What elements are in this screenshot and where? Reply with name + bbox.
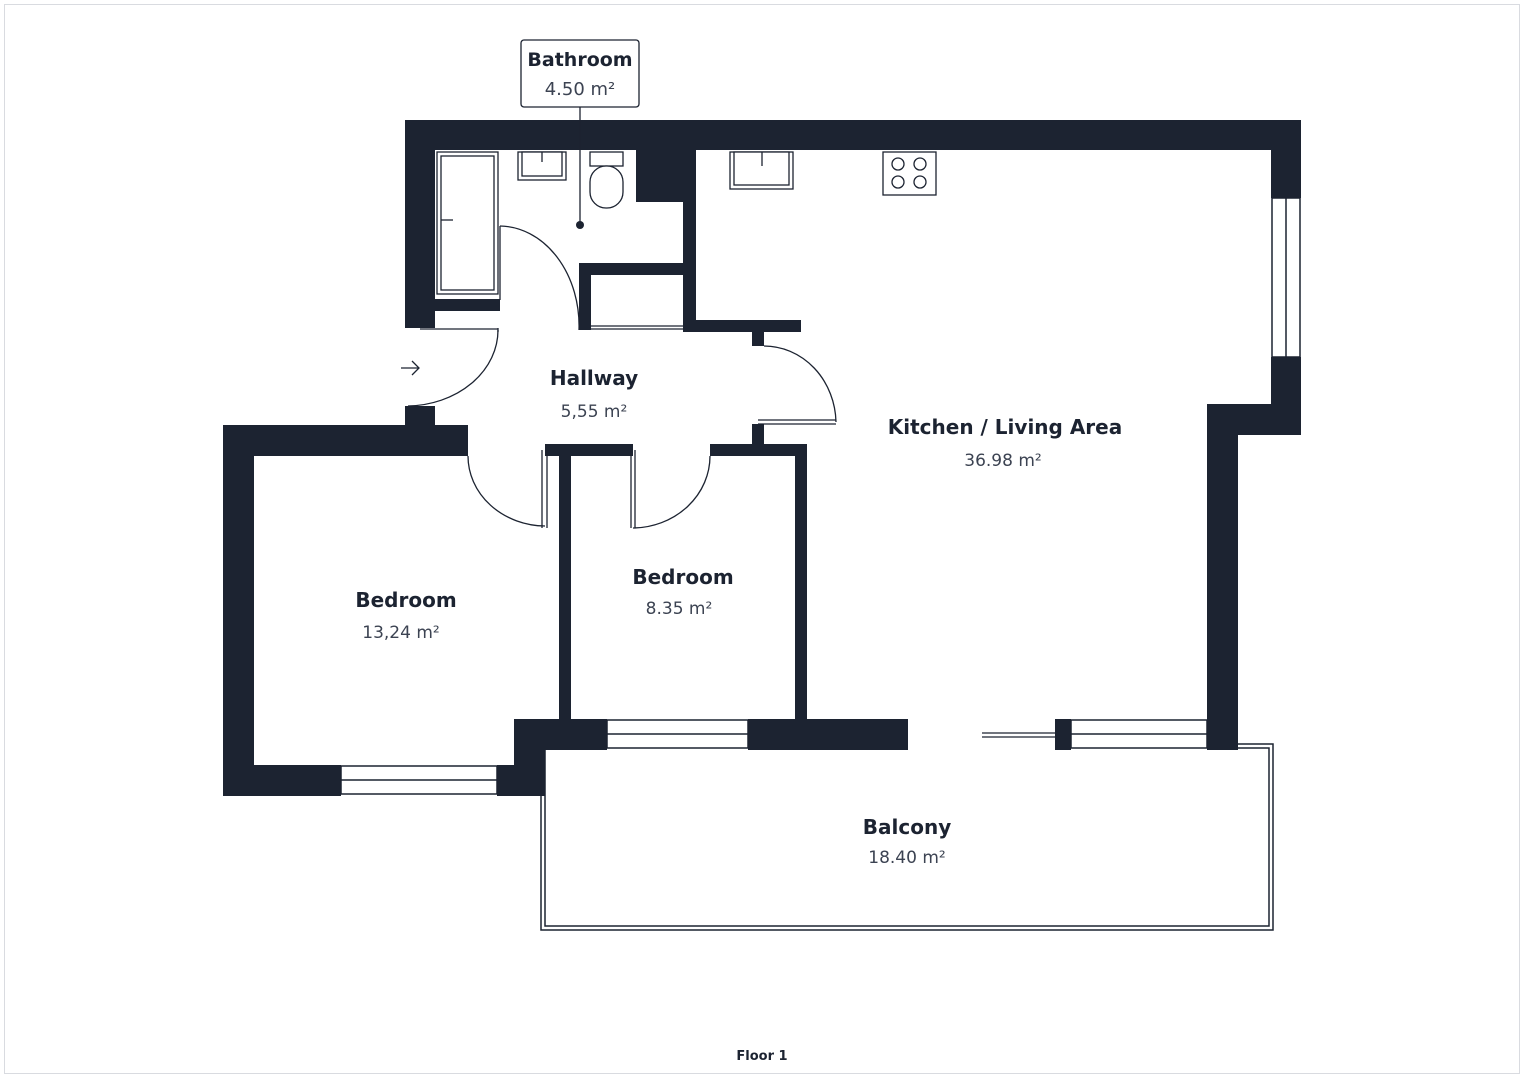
balcony-area: 18.40 m²: [868, 848, 945, 868]
wall-bed2-top-left: [545, 444, 633, 456]
balcony-outline: [540, 743, 1274, 931]
bathroom-door-swing: [499, 225, 580, 331]
doors: [407, 225, 1055, 738]
wall-bath-kitchen: [683, 150, 696, 330]
wall-right-lower: [1207, 404, 1238, 750]
walls: [223, 120, 1301, 796]
wall-bottom-stub: [1055, 719, 1071, 750]
stove-icon: [882, 151, 937, 196]
bathroom-name: Bathroom: [527, 49, 632, 71]
bathroom-callout: Bathroom 4.50 m²: [520, 39, 640, 229]
wall-bedroom-left: [223, 425, 254, 796]
wall-bedroom-top: [223, 425, 468, 456]
sink-icon: [517, 151, 567, 181]
bathtub-icon: [436, 151, 499, 295]
bathroom-area: 4.50 m²: [545, 79, 616, 100]
kitchen-name: Kitchen / Living Area: [888, 415, 1122, 439]
bedroom-small-area: 8.35 m²: [646, 599, 713, 619]
bedroom-small-name: Bedroom: [632, 565, 733, 589]
windows: [340, 197, 1301, 795]
balcony-name: Balcony: [863, 815, 951, 839]
wall-bottom-mid: [748, 719, 908, 750]
entrance-door-swing: [407, 329, 499, 407]
fixtures: [436, 151, 937, 295]
bedroom-large-area: 13,24 m²: [362, 623, 439, 643]
wall-bed2-top-right: [710, 444, 807, 456]
entrance-arrow-icon: [401, 360, 420, 376]
hallway-name: Hallway: [550, 366, 638, 390]
bedroom-large-name: Bedroom: [355, 588, 456, 612]
bedroom-large-door-swing: [467, 455, 546, 527]
hallway-area: 5,55 m²: [561, 402, 628, 422]
kitchen-area: 36.98 m²: [964, 451, 1041, 471]
wall-right-top: [1271, 120, 1301, 198]
floor-label: Floor 1: [736, 1049, 787, 1064]
wall-bedroom-bottom-left: [223, 765, 341, 796]
wall-closet-top: [579, 263, 686, 275]
wall-bath-bottom: [435, 299, 500, 311]
wall-left-upper: [405, 120, 435, 328]
kitchen-sink-icon: [729, 151, 794, 190]
wall-right-mid: [1271, 357, 1301, 435]
kitchen-door-swing: [763, 345, 837, 423]
wall-closet-left: [579, 263, 591, 330]
wall-top: [405, 120, 1301, 150]
wall-hall-kitchen-top: [683, 320, 801, 332]
wall-hall-stub-top: [752, 320, 764, 346]
wall-bedroom-partition: [559, 444, 571, 734]
page-frame: [4, 4, 1520, 1074]
toilet-icon: [589, 151, 624, 209]
bedroom-small-door-swing: [632, 455, 711, 529]
wall-bed2-right: [795, 444, 807, 734]
